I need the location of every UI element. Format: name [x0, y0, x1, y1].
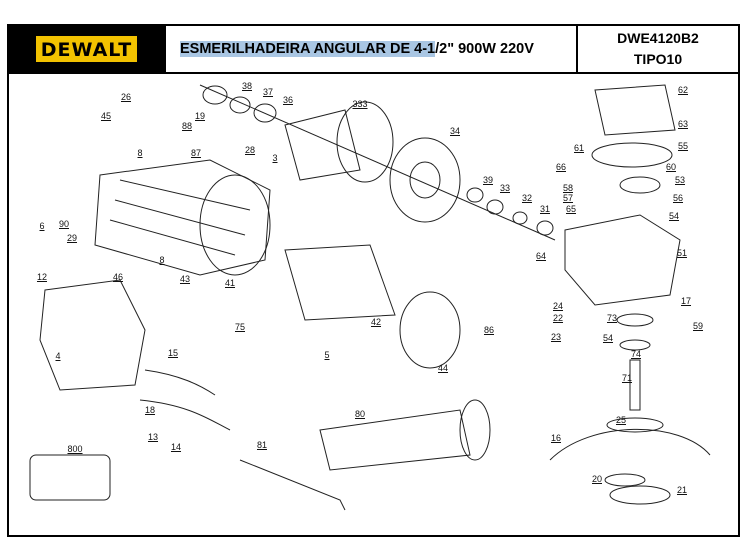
- part-number-label: 38: [241, 81, 253, 91]
- part-number-label: 56: [672, 193, 684, 203]
- part-number-label: 66: [555, 162, 567, 172]
- part-number-label: 12: [36, 272, 48, 282]
- part-number-label: 71: [621, 373, 633, 383]
- part-number-label: 54: [668, 211, 680, 221]
- part-number-label: 53: [674, 175, 686, 185]
- part-number-label: 33: [499, 183, 511, 193]
- stator: [284, 244, 461, 369]
- part-number-label: 34: [449, 126, 461, 136]
- part-number-label: 25: [615, 415, 627, 425]
- part-number-label: 22: [552, 313, 564, 323]
- part-number-label: 3: [272, 153, 278, 163]
- model-type: TIPO10: [633, 51, 683, 67]
- part-number-label: 51: [676, 248, 688, 258]
- part-number-label: 57: [562, 193, 574, 203]
- part-number-label: 21: [676, 485, 688, 495]
- part-number-label: 41: [224, 278, 236, 288]
- part-number-label: 8: [137, 148, 143, 158]
- accessory-box: [29, 454, 111, 501]
- header: DEWALT ESMERILHADEIRA ANGULAR DE 4-1/2" …: [7, 24, 740, 74]
- part-number-label: 800: [67, 444, 83, 454]
- gear-head: [549, 84, 711, 505]
- model-number: DWE4120B2: [617, 30, 699, 46]
- motor-housing: [94, 159, 271, 276]
- part-number-label: 20: [591, 474, 603, 484]
- part-number-label: 58: [562, 183, 574, 193]
- part-number-label: 74: [630, 349, 642, 359]
- part-number-label: 62: [677, 85, 689, 95]
- side-handle: [319, 399, 491, 471]
- cable: [139, 369, 231, 431]
- part-number-label: 73: [606, 313, 618, 323]
- part-number-label: 17: [680, 296, 692, 306]
- part-number-label: 44: [437, 363, 449, 373]
- part-number-label: 64: [535, 251, 547, 261]
- part-number-label: 39: [482, 175, 494, 185]
- part-number-label: 87: [190, 148, 202, 158]
- part-number-label: 55: [677, 141, 689, 151]
- rear-cover: [39, 279, 146, 391]
- part-number-label: 19: [194, 111, 206, 121]
- part-number-label: 6: [39, 221, 45, 231]
- part-number-label: 5: [324, 350, 330, 360]
- part-number-label: 14: [170, 442, 182, 452]
- part-number-label: 36: [282, 95, 294, 105]
- part-number-label: 80: [354, 409, 366, 419]
- part-number-label: 65: [565, 204, 577, 214]
- part-number-label: 46: [112, 272, 124, 282]
- wrench: [239, 459, 346, 511]
- part-number-label: 88: [181, 121, 193, 131]
- part-number-label: 32: [521, 193, 533, 203]
- part-number-label: 45: [100, 111, 112, 121]
- dewalt-logo: DEWALT: [9, 26, 166, 72]
- part-number-label: 26: [120, 92, 132, 102]
- part-number-label: 37: [262, 87, 274, 97]
- part-number-label: 31: [539, 204, 551, 214]
- part-number-label: 16: [550, 433, 562, 443]
- bearings: [202, 85, 554, 236]
- part-number-label: 54: [602, 333, 614, 343]
- part-number-label: 43: [179, 274, 191, 284]
- part-number-label: 60: [665, 162, 677, 172]
- part-number-label: 86: [483, 325, 495, 335]
- part-number-label: 13: [147, 432, 159, 442]
- part-number-label: 4: [55, 351, 61, 361]
- part-number-label: 59: [692, 321, 704, 331]
- part-number-label: 18: [144, 405, 156, 415]
- armature: [199, 84, 556, 241]
- part-number-label: 63: [677, 119, 689, 129]
- part-number-label: 75: [234, 322, 246, 332]
- part-number-label: 333: [352, 99, 368, 109]
- part-number-label: 42: [370, 317, 382, 327]
- fan: [389, 137, 461, 223]
- part-number-label: 29: [66, 233, 78, 243]
- part-number-label: 28: [244, 145, 256, 155]
- part-number-label: 61: [573, 143, 585, 153]
- part-number-label: 15: [167, 348, 179, 358]
- product-title: ESMERILHADEIRA ANGULAR DE 4-1/2" 900W 22…: [166, 26, 578, 72]
- part-number-label: 23: [550, 332, 562, 342]
- part-number-label: 81: [256, 440, 268, 450]
- part-number-label: 24: [552, 301, 564, 311]
- part-number-label: 8: [159, 255, 165, 265]
- part-number-label: 90: [58, 219, 70, 229]
